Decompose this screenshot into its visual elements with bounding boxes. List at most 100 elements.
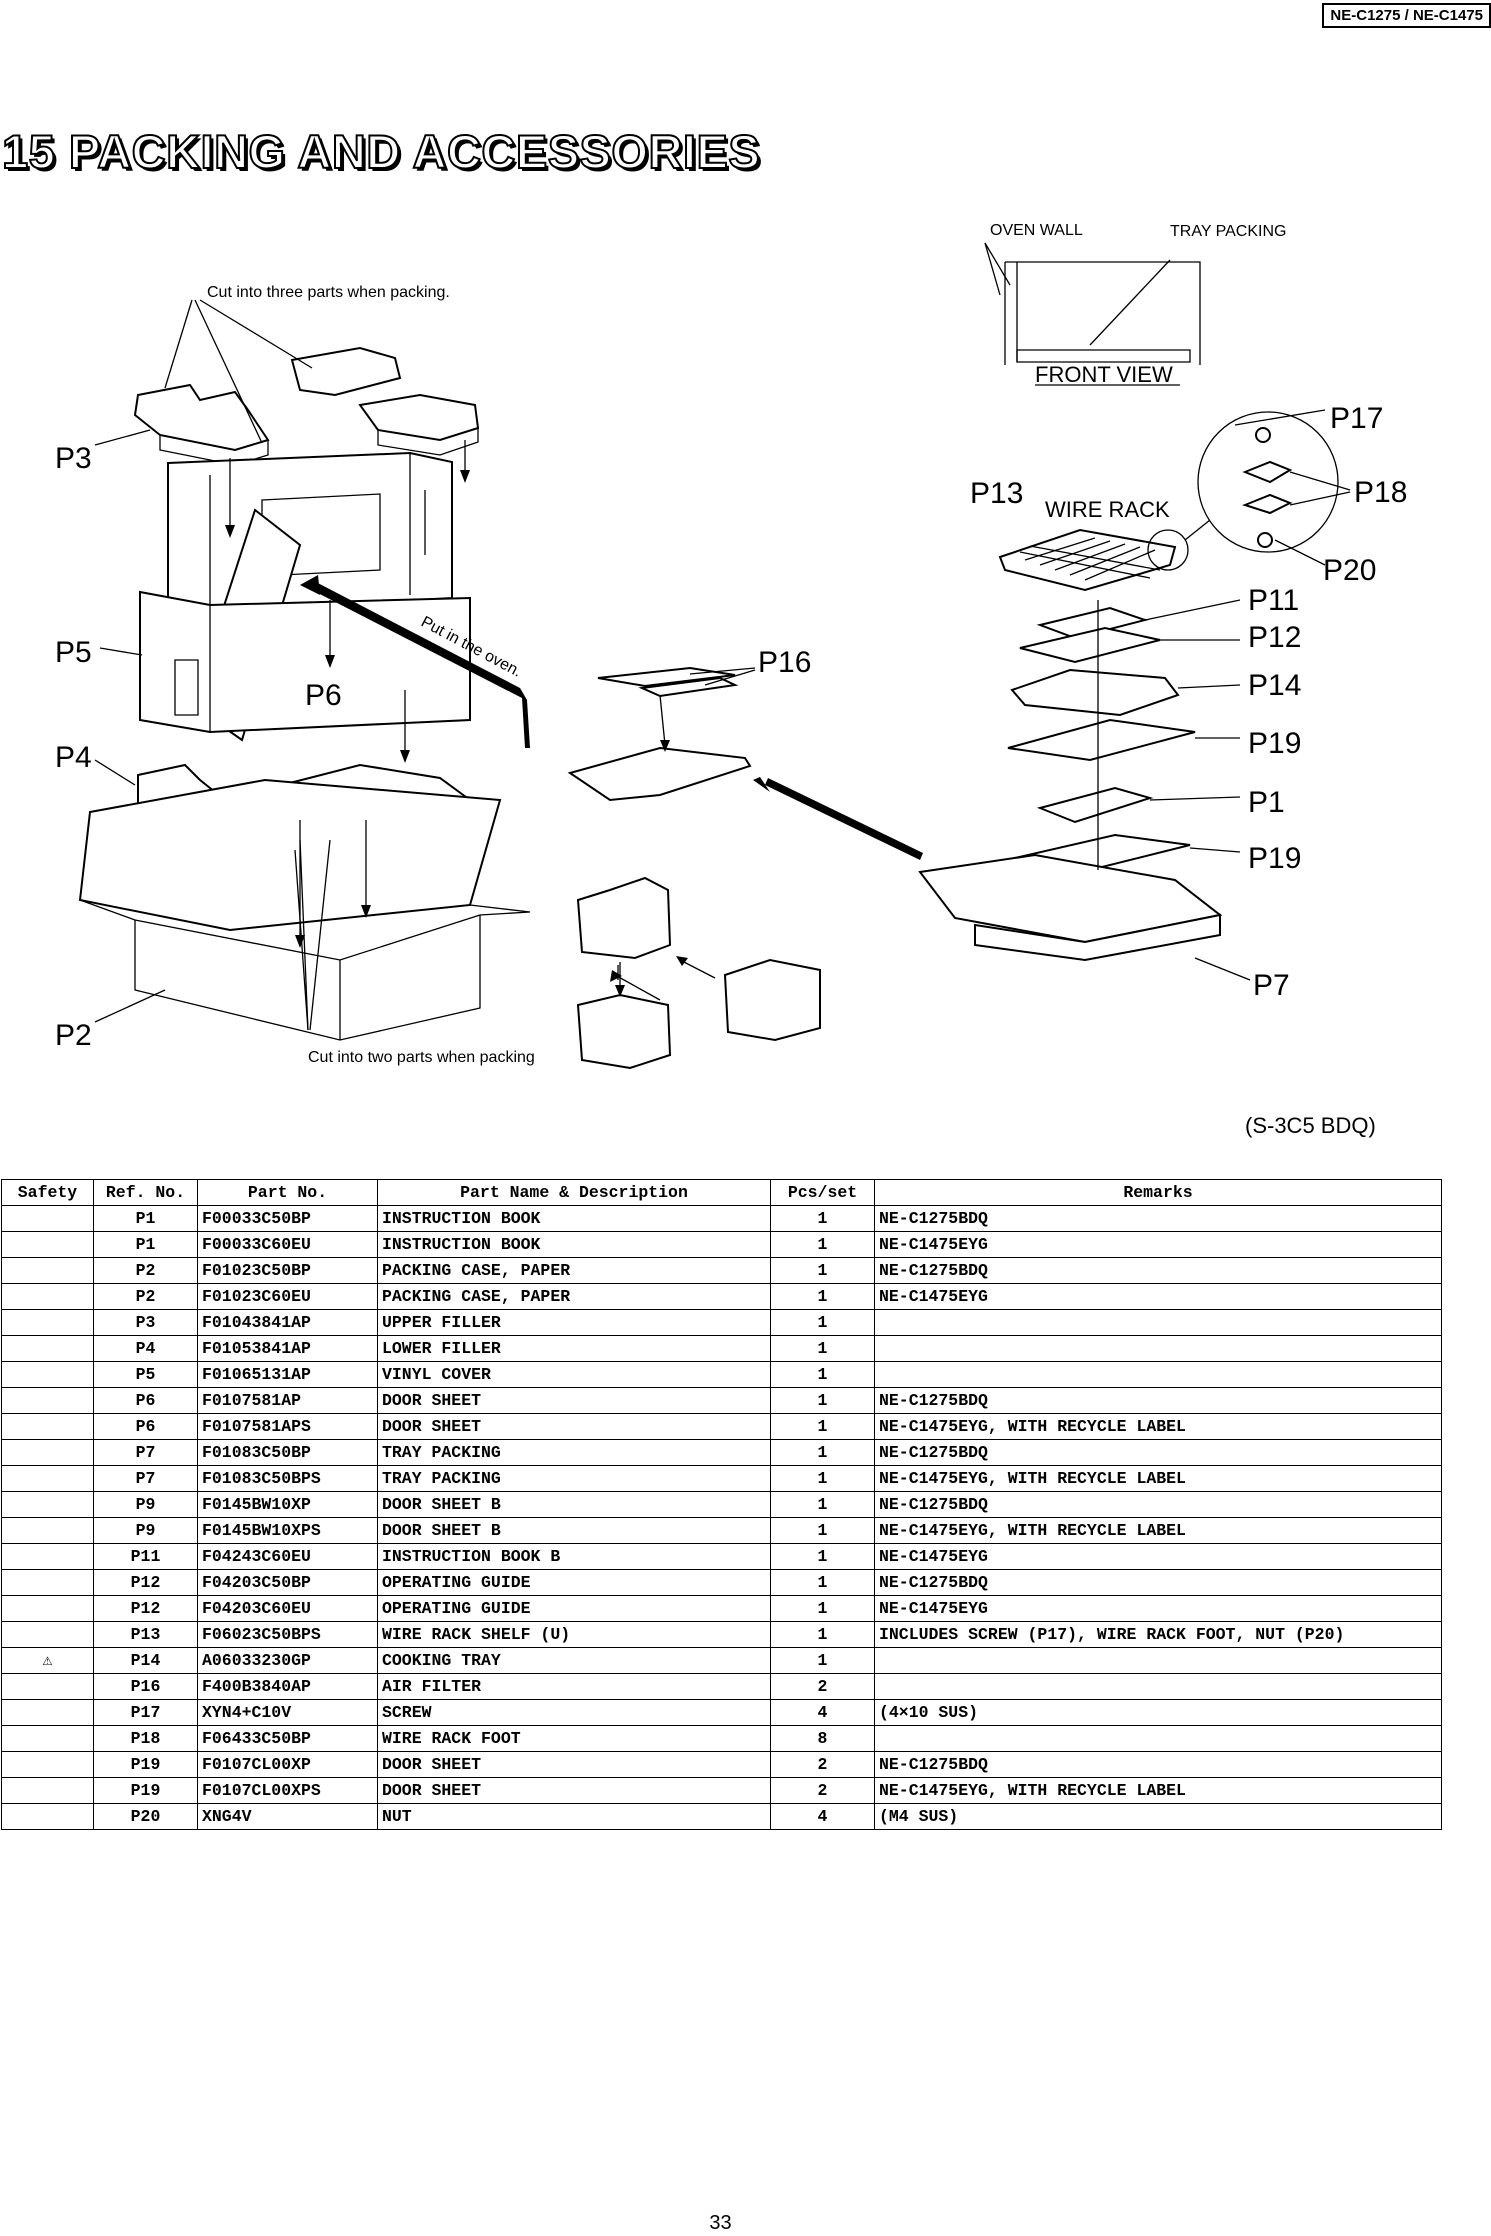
cell-safety xyxy=(1,1231,94,1258)
label-p11: P11 xyxy=(1248,584,1299,617)
cell-ref-no: P18 xyxy=(93,1725,198,1752)
cell-pcs-set: 1 xyxy=(770,1595,875,1622)
cell-part-name: DOOR SHEET xyxy=(377,1387,771,1414)
label-p2: P2 xyxy=(55,1019,92,1052)
cell-pcs-set: 1 xyxy=(770,1361,875,1388)
header-safety: Safety xyxy=(1,1179,94,1206)
cell-pcs-set: 1 xyxy=(770,1517,875,1544)
cell-pcs-set: 4 xyxy=(770,1699,875,1726)
cell-ref-no: P6 xyxy=(93,1413,198,1440)
cell-pcs-set: 1 xyxy=(770,1569,875,1596)
cell-ref-no: P5 xyxy=(93,1361,198,1388)
label-p3: P3 xyxy=(55,442,92,475)
cell-safety xyxy=(1,1543,94,1570)
cell-part-name: DOOR SHEET xyxy=(377,1777,771,1804)
header-part-no: Part No. xyxy=(197,1179,378,1206)
cell-remarks: NE-C1275BDQ xyxy=(874,1205,1442,1232)
table-header-row: Safety Ref. No. Part No. Part Name & Des… xyxy=(1,1179,1442,1206)
cell-safety xyxy=(1,1569,94,1596)
label-p1: P1 xyxy=(1248,786,1285,819)
cell-remarks: NE-C1475EYG, WITH RECYCLE LABEL xyxy=(874,1777,1442,1804)
cell-pcs-set: 1 xyxy=(770,1621,875,1648)
cell-safety xyxy=(1,1803,94,1830)
cell-remarks: NE-C1475EYG, WITH RECYCLE LABEL xyxy=(874,1465,1442,1492)
cell-pcs-set: 1 xyxy=(770,1491,875,1518)
cell-remarks: NE-C1475EYG, WITH RECYCLE LABEL xyxy=(874,1413,1442,1440)
cell-remarks: NE-C1475EYG xyxy=(874,1283,1442,1310)
cell-pcs-set: 1 xyxy=(770,1257,875,1284)
upper-filler-drawing xyxy=(133,346,480,466)
cell-remarks: NE-C1275BDQ xyxy=(874,1751,1442,1778)
cell-part-no: F00033C60EU xyxy=(197,1231,378,1258)
cell-safety xyxy=(1,1309,94,1336)
cell-part-name: PACKING CASE, PAPER xyxy=(377,1257,771,1284)
label-p18: P18 xyxy=(1354,476,1407,509)
packing-exploded-diagram: P3 P5 P4 P2 P6 P16 P13 P17 P18 P20 P11 P… xyxy=(55,222,1407,1138)
cell-ref-no: P2 xyxy=(93,1283,198,1310)
cell-part-name: DOOR SHEET xyxy=(377,1751,771,1778)
cell-part-no: F01043841AP xyxy=(197,1309,378,1336)
cell-safety xyxy=(1,1517,94,1544)
cell-part-no: F0145BW10XP xyxy=(197,1491,378,1518)
cell-remarks: NE-C1275BDQ xyxy=(874,1439,1442,1466)
label-p19-upper: P19 xyxy=(1248,727,1301,760)
cell-safety xyxy=(1,1725,94,1752)
cell-safety xyxy=(1,1205,94,1232)
cell-part-no: A06033230GP xyxy=(197,1647,378,1674)
note-cut-two: Cut into two parts when packing xyxy=(308,1049,535,1066)
label-p7: P7 xyxy=(1253,969,1290,1002)
cell-safety xyxy=(1,1387,94,1414)
cell-part-no: F00033C50BP xyxy=(197,1205,378,1232)
cell-safety xyxy=(1,1335,94,1362)
label-p13: P13 xyxy=(970,477,1023,510)
packed-bags-drawing xyxy=(576,876,821,1070)
cell-part-no: F01083C50BPS xyxy=(197,1465,378,1492)
cell-part-no: F06433C50BP xyxy=(197,1725,378,1752)
label-p20: P20 xyxy=(1323,554,1376,587)
cell-part-name: TRAY PACKING xyxy=(377,1465,771,1492)
cell-remarks xyxy=(874,1673,1442,1700)
cell-safety xyxy=(1,1283,94,1310)
cell-pcs-set: 4 xyxy=(770,1803,875,1830)
cell-part-no: XYN4+C10V xyxy=(197,1699,378,1726)
cell-part-name: VINYL COVER xyxy=(377,1361,771,1388)
cell-part-name: DOOR SHEET B xyxy=(377,1517,771,1544)
cell-part-name: DOOR SHEET B xyxy=(377,1491,771,1518)
cell-pcs-set: 1 xyxy=(770,1647,875,1674)
cell-part-name: OPERATING GUIDE xyxy=(377,1595,771,1622)
cell-pcs-set: 8 xyxy=(770,1725,875,1752)
header-part-name: Part Name & Description xyxy=(377,1179,771,1206)
air-filter-drawing xyxy=(567,666,752,802)
label-p19-lower: P19 xyxy=(1248,842,1301,875)
cell-pcs-set: 1 xyxy=(770,1387,875,1414)
cell-safety xyxy=(1,1673,94,1700)
cell-ref-no: P12 xyxy=(93,1569,198,1596)
note-oven-wall: OVEN WALL xyxy=(990,222,1083,239)
cell-part-no: F01065131AP xyxy=(197,1361,378,1388)
cell-part-no: F0107CL00XP xyxy=(197,1751,378,1778)
cell-part-no: F01083C50BP xyxy=(197,1439,378,1466)
cell-ref-no: P11 xyxy=(93,1543,198,1570)
cell-ref-no: P12 xyxy=(93,1595,198,1622)
cell-remarks: (M4 SUS) xyxy=(874,1803,1442,1830)
cell-remarks: NE-C1275BDQ xyxy=(874,1491,1442,1518)
cell-safety xyxy=(1,1257,94,1284)
cell-remarks xyxy=(874,1361,1442,1388)
cell-ref-no: P7 xyxy=(93,1465,198,1492)
cell-part-name: INSTRUCTION BOOK B xyxy=(377,1543,771,1570)
cell-remarks xyxy=(874,1335,1442,1362)
cell-part-no: F0107581APS xyxy=(197,1413,378,1440)
